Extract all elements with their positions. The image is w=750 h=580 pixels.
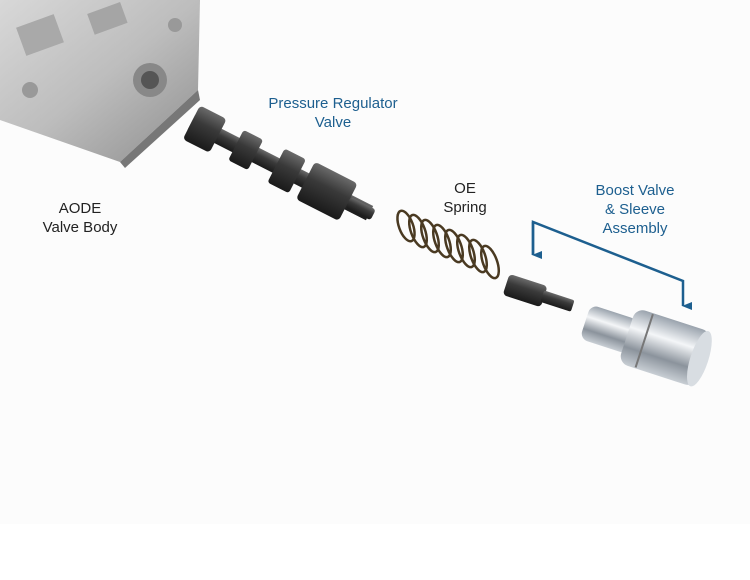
boost-valve-image xyxy=(503,274,575,312)
label-line: Valve xyxy=(314,114,352,131)
sleeve-image xyxy=(581,306,712,387)
label-line: Spring xyxy=(443,199,487,216)
pressure-regulator-label: Pressure Regulator Valve xyxy=(248,94,418,132)
label-line: AODE xyxy=(58,200,102,217)
label-line: Valve Body xyxy=(42,219,118,236)
label-line: Assembly xyxy=(602,220,668,237)
boost-valve-callout-arrows xyxy=(531,220,692,310)
label-line: & Sleeve xyxy=(604,201,666,218)
label-line: OE xyxy=(454,180,476,197)
pressure-regulator-valve-image xyxy=(184,106,375,221)
valve-body-image xyxy=(0,0,200,168)
spring-label: OE Spring xyxy=(425,179,505,217)
label-line: Pressure Regulator xyxy=(268,95,398,112)
valve-body-label: AODE Valve Body xyxy=(30,199,130,237)
oe-spring-image xyxy=(396,209,501,280)
boost-valve-label: Boost Valve & Sleeve Assembly xyxy=(580,181,690,238)
label-line: Boost Valve xyxy=(595,182,675,199)
